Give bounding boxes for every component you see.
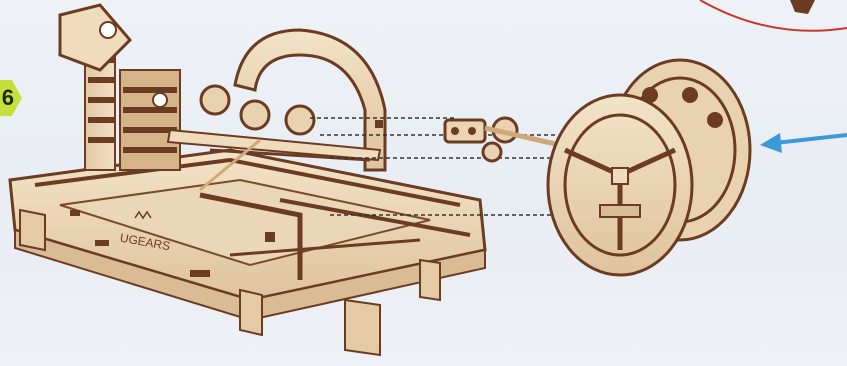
engine-base	[10, 150, 485, 355]
highlight-curve	[700, 0, 847, 31]
cylinder-block	[60, 5, 180, 170]
rod-link-part	[445, 118, 560, 161]
flywheel-part	[548, 60, 750, 275]
detail-corner-part	[790, 0, 815, 14]
direction-arrow-icon	[760, 133, 847, 153]
